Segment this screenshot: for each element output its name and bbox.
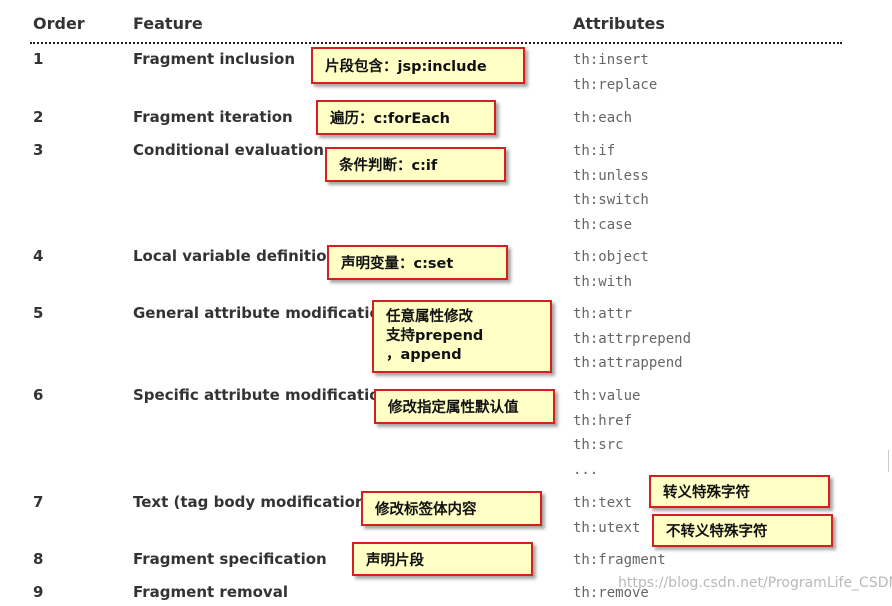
note-local-variable: 声明变量：c:set — [327, 245, 508, 280]
header-divider — [30, 42, 842, 44]
row-8-order: 8 — [33, 550, 44, 568]
note-general-attribute: 任意属性修改 支持prepend ，append — [372, 300, 552, 373]
attribute: th:fragment — [573, 552, 666, 568]
attribute: th:attr — [573, 306, 633, 322]
attribute: th:value — [573, 388, 641, 404]
attribute: th:with — [573, 273, 633, 290]
row-2-order: 2 — [33, 108, 44, 126]
attribute: ... — [573, 462, 599, 479]
attribute: th:switch — [573, 192, 649, 209]
note-specific-attribute: 修改指定属性默认值 — [374, 389, 555, 424]
row-6-feature: Specific attribute modification — [133, 386, 391, 404]
row-7-order: 7 — [33, 493, 44, 511]
attribute: th:text — [573, 495, 633, 511]
attribute: th:href — [573, 412, 633, 429]
header-order: Order — [33, 14, 85, 33]
row-6-attributes: th:value th:href th:src ... — [573, 384, 640, 483]
row-5-attributes: th:attr th:attrprepend th:attrappend — [573, 302, 691, 376]
edge-marker — [888, 450, 892, 472]
row-9-feature: Fragment removal — [133, 583, 288, 601]
note-conditional: 条件判断：c:if — [325, 147, 506, 182]
attribute: th:remove — [573, 585, 649, 601]
attribute: th:attrprepend — [573, 330, 692, 347]
row-9-attributes: th:remove — [573, 581, 649, 606]
attribute: th:case — [573, 217, 633, 234]
row-5-order: 5 — [33, 304, 44, 322]
row-7-feature: Text (tag body modification) — [133, 493, 373, 511]
row-1-order: 1 — [33, 50, 44, 68]
row-3-attributes: th:if th:unless th:switch th:case — [573, 139, 649, 238]
row-6-order: 6 — [33, 386, 44, 404]
attribute: th:utext — [573, 519, 641, 536]
note-fragment-inclusion: 片段包含：jsp:include — [311, 47, 525, 84]
note-escape: 转义特殊字符 — [649, 475, 830, 508]
row-5-feature: General attribute modification — [133, 304, 391, 322]
row-2-attributes: th:each — [573, 106, 632, 131]
row-9-order: 9 — [33, 583, 44, 601]
note-no-escape: 不转义特殊字符 — [652, 514, 833, 547]
row-4-attributes: th:object th:with — [573, 245, 649, 294]
row-8-feature: Fragment specification — [133, 550, 327, 568]
attribute: th:each — [573, 110, 633, 126]
attribute: th:insert — [573, 52, 649, 68]
row-8-attributes: th:fragment — [573, 548, 666, 573]
header-attributes: Attributes — [573, 14, 665, 33]
watermark: https://blog.csdn.net/ProgramLife_CSDN — [618, 575, 892, 591]
attribute: th:attrappend — [573, 355, 683, 372]
attribute: th:object — [573, 249, 649, 265]
attribute: th:replace — [573, 76, 658, 93]
row-7-attributes: th:text th:utext — [573, 491, 640, 540]
note-fragment-spec: 声明片段 — [352, 542, 533, 576]
note-text-body: 修改标签体内容 — [361, 491, 542, 526]
row-3-order: 3 — [33, 141, 44, 159]
note-fragment-iteration: 遍历：c:forEach — [316, 100, 496, 135]
row-4-order: 4 — [33, 247, 44, 265]
header-feature: Feature — [133, 14, 203, 33]
row-1-attributes: th:insert th:replace — [573, 48, 657, 97]
row-1-feature: Fragment inclusion — [133, 50, 296, 68]
attribute: th:src — [573, 437, 624, 454]
row-4-feature: Local variable definition — [133, 247, 338, 265]
attribute: th:unless — [573, 167, 649, 184]
row-3-feature: Conditional evaluation — [133, 141, 324, 159]
row-2-feature: Fragment iteration — [133, 108, 293, 126]
attribute: th:if — [573, 143, 616, 159]
